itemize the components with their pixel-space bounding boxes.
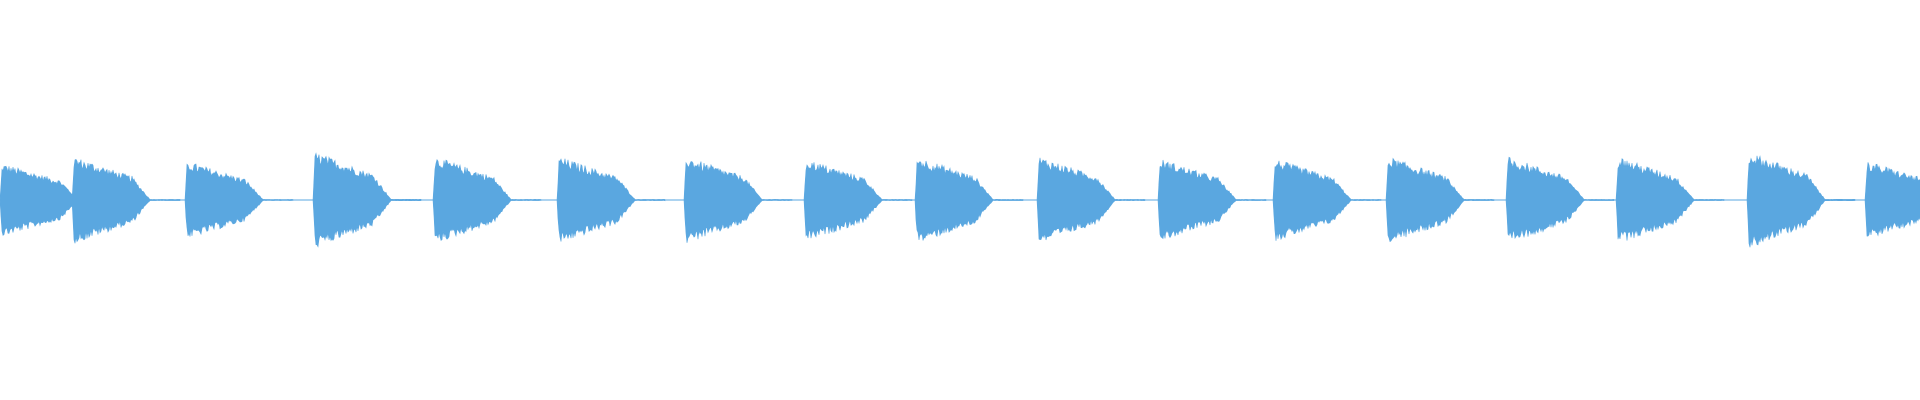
waveform-burst (1272, 160, 1382, 241)
waveform-burst (432, 159, 542, 241)
waveform-burst (683, 161, 793, 243)
waveform-burst (184, 163, 294, 237)
waveform-burst (556, 158, 666, 242)
waveform-burst (312, 152, 422, 248)
waveform-burst (1157, 159, 1267, 240)
waveform-burst (1385, 157, 1495, 243)
waveform-burst (71, 159, 181, 244)
waveform-burst (1036, 157, 1146, 241)
waveform-burst (1864, 162, 1920, 237)
waveform-burst (914, 160, 1024, 241)
waveform-burst (1505, 156, 1615, 240)
waveform-burst (803, 162, 913, 239)
waveform-burst (1615, 158, 1725, 241)
waveform-burst (1746, 155, 1856, 248)
